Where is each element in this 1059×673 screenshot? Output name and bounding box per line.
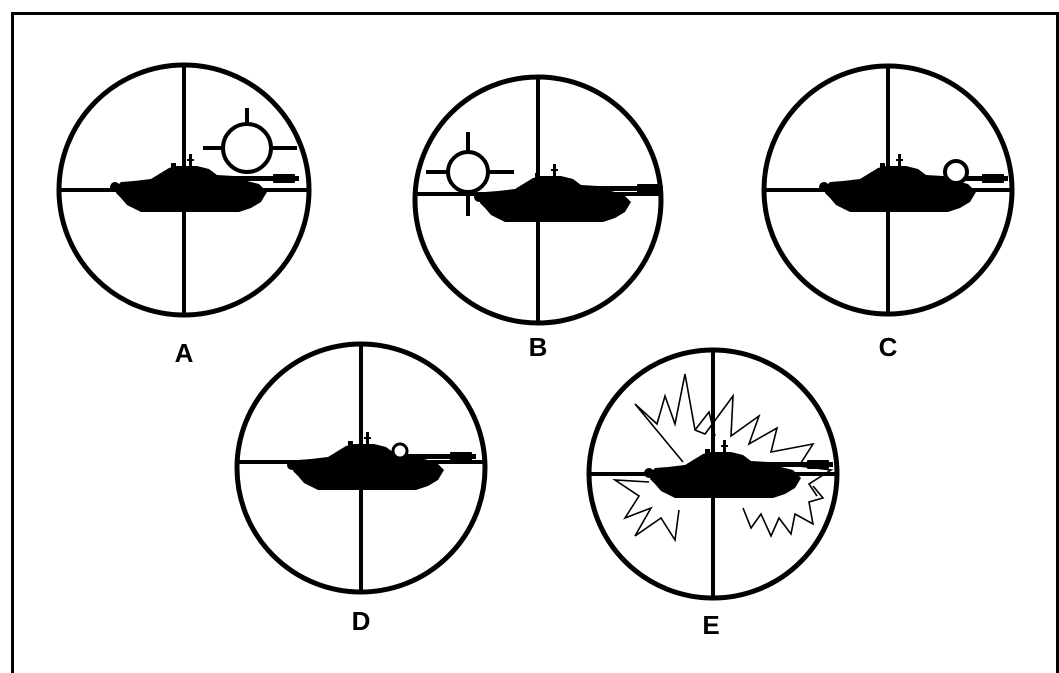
sight-panel-a [56, 62, 312, 318]
sight-panel-c [761, 63, 1015, 317]
panel-label-c: C [878, 332, 898, 362]
panel-label-b: B [528, 332, 548, 362]
aiming-reticle [426, 132, 514, 216]
panel-label-e: E [702, 610, 720, 640]
aiming-reticle [203, 108, 297, 174]
sight-panel-b [412, 74, 664, 326]
aiming-reticle [391, 442, 409, 460]
sight-panel-d [234, 341, 488, 595]
sight-panel-e [586, 347, 840, 601]
panel-label-a: A [174, 338, 194, 368]
figure-frame [11, 12, 1059, 673]
aiming-reticle [943, 159, 969, 185]
panel-label-d: D [351, 606, 371, 636]
